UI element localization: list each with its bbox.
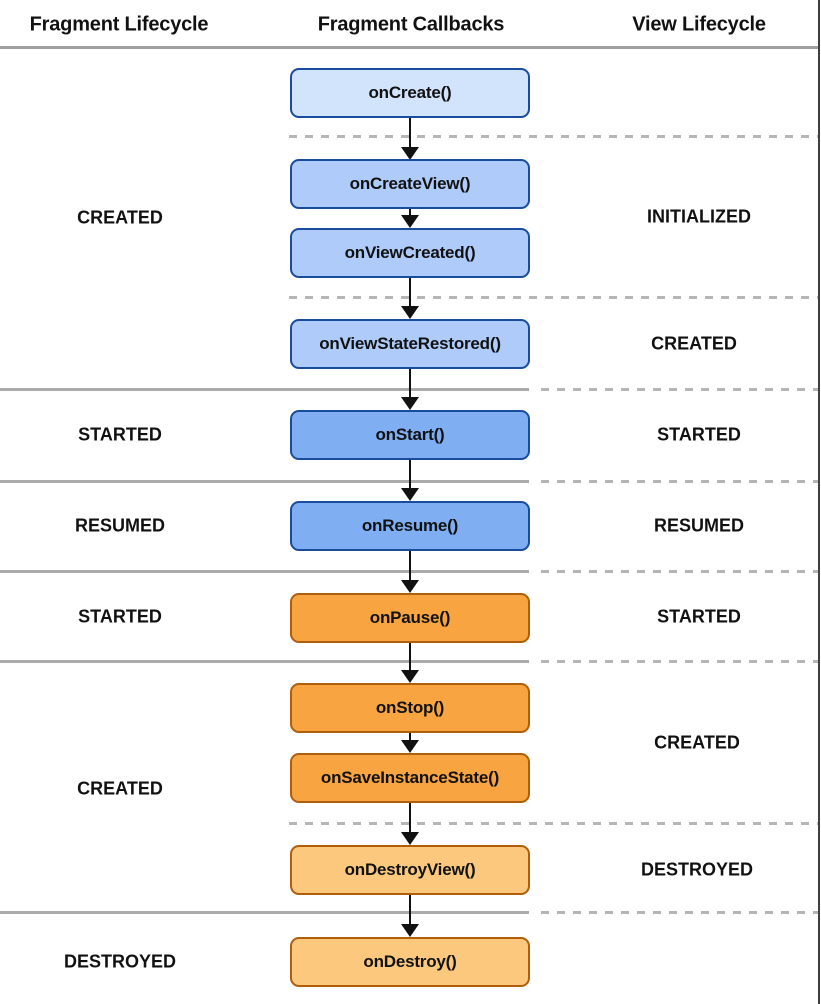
callback-box-ondestroyview: onDestroyView() — [290, 845, 530, 895]
callback-box-onviewstaterestored: onViewStateRestored() — [290, 319, 530, 369]
dashed-divider — [541, 388, 818, 391]
arrow-down-icon — [401, 803, 419, 845]
fragment-state-resumed: RESUMED — [74, 515, 166, 536]
arrow-down-icon — [401, 643, 419, 683]
column-header-view-lifecycle: View Lifecycle — [632, 13, 766, 36]
solid-divider — [0, 660, 529, 663]
callback-box-onresume: onResume() — [290, 501, 530, 551]
fragment-state-created-2: CREATED — [77, 778, 163, 799]
dashed-divider — [541, 911, 818, 914]
screenshot-right-edge — [818, 0, 820, 1004]
fragment-state-started: STARTED — [78, 424, 162, 445]
arrow-down-icon — [401, 278, 419, 319]
view-state-destroyed: DESTROYED — [640, 859, 754, 880]
arrow-down-icon — [401, 895, 419, 937]
callback-box-oncreate: onCreate() — [290, 68, 530, 118]
arrow-down-icon — [401, 209, 419, 228]
column-header-fragment-lifecycle: Fragment Lifecycle — [29, 13, 209, 36]
fragment-state-destroyed: DESTROYED — [63, 951, 177, 972]
arrow-down-icon — [401, 551, 419, 593]
dashed-divider — [541, 480, 818, 483]
solid-divider — [0, 570, 529, 573]
view-state-created-2: CREATED — [654, 732, 740, 753]
solid-divider — [0, 388, 529, 391]
header-divider — [0, 46, 818, 49]
solid-divider — [0, 480, 529, 483]
dashed-divider — [289, 296, 818, 299]
dashed-divider — [541, 660, 818, 663]
arrow-down-icon — [401, 733, 419, 753]
arrow-down-icon — [401, 460, 419, 501]
arrow-down-icon — [401, 369, 419, 410]
view-state-initialized: INITIALIZED — [647, 206, 751, 227]
callback-box-onviewcreated: onViewCreated() — [290, 228, 530, 278]
fragment-state-started-2: STARTED — [78, 606, 162, 627]
view-state-started-2: STARTED — [657, 606, 741, 627]
callback-box-oncreateview: onCreateView() — [290, 159, 530, 209]
callback-box-onstop: onStop() — [290, 683, 530, 733]
solid-divider — [0, 911, 529, 914]
callback-box-onpause: onPause() — [290, 593, 530, 643]
dashed-divider — [289, 822, 818, 825]
fragment-state-created: CREATED — [77, 207, 163, 228]
callback-box-onsaveinstancestate: onSaveInstanceState() — [290, 753, 530, 803]
callback-box-ondestroy: onDestroy() — [290, 937, 530, 987]
arrow-down-icon — [401, 117, 419, 160]
view-state-resumed: RESUMED — [653, 515, 745, 536]
view-state-created: CREATED — [651, 333, 737, 354]
callback-box-onstart: onStart() — [290, 410, 530, 460]
dashed-divider — [541, 570, 818, 573]
view-state-started: STARTED — [657, 424, 741, 445]
dashed-divider — [289, 135, 818, 138]
column-header-fragment-callbacks: Fragment Callbacks — [317, 13, 505, 36]
